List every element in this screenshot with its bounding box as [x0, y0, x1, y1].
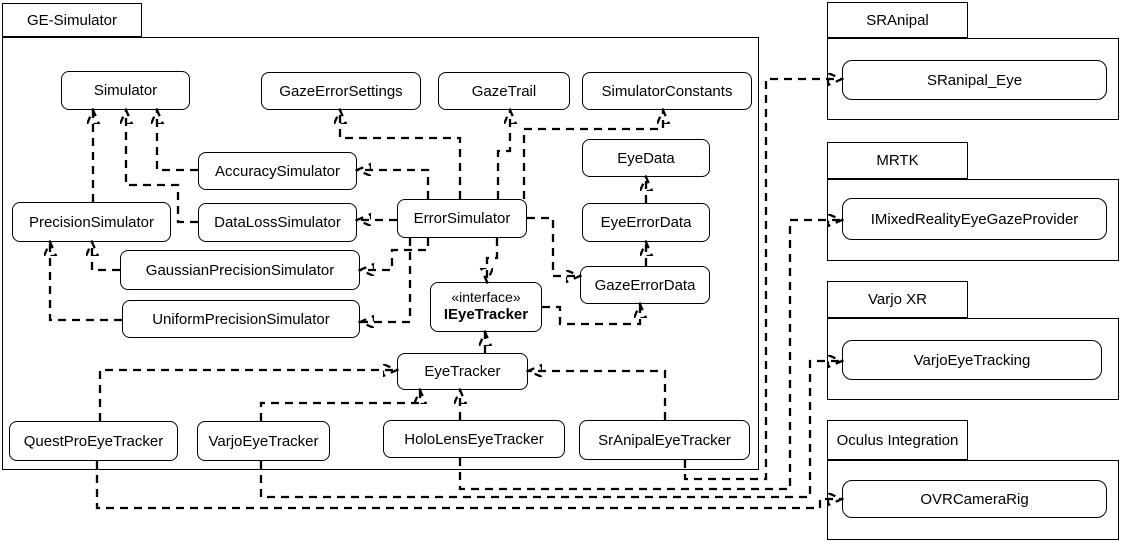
class-questproeyetracker: QuestProEyeTracker	[9, 421, 178, 461]
class-eyedata: EyeData	[582, 139, 710, 177]
class-label: UniformPrecisionSimulator	[152, 310, 330, 328]
class-label: GaussianPrecisionSimulator	[145, 261, 335, 279]
class-gaussianprecisionsimulator: GaussianPrecisionSimulator	[120, 250, 360, 290]
class-label: EyeData	[617, 149, 675, 167]
class-label: DataLossSimulator	[214, 214, 341, 231]
class-varjoeyetracking: VarjoEyeTracking	[842, 340, 1102, 380]
class-label: OVRCameraRig	[920, 490, 1029, 508]
class-label: SRanipal_Eye	[926, 71, 1023, 89]
class-varjoeyetracker: VarjoEyeTracker	[197, 421, 330, 461]
interface-label: IEyeTracker	[443, 306, 529, 324]
package-label: GE-Simulator	[26, 11, 118, 29]
package-tab-mrtk: MRTK	[827, 142, 968, 179]
package-tab-ge-simulator: GE-Simulator	[2, 3, 142, 37]
class-sranipaleyetracker: SrAnipalEyeTracker	[579, 420, 750, 460]
package-label: Oculus Integration	[836, 431, 959, 449]
package-label: SRAnipal	[866, 11, 929, 29]
class-datalosssimulator: DataLossSimulator	[198, 203, 357, 242]
class-label: HoloLensEyeTracker	[404, 430, 544, 448]
class-gazeerrordata: GazeErrorData	[580, 266, 710, 304]
class-label: GazeErrorSettings	[279, 82, 403, 100]
package-tab-sranipal: SRAnipal	[827, 2, 968, 38]
class-label: GazeErrorData	[594, 276, 696, 294]
class-gazeerrorsettings: GazeErrorSettings	[261, 72, 421, 110]
class-label: Simulator	[93, 82, 158, 99]
class-label: IMixedRealityEyeGazeProvider	[870, 210, 1079, 228]
class-label: EyeTracker	[424, 363, 501, 380]
class-label: EyeErrorData	[600, 214, 692, 231]
package-label: MRTK	[876, 152, 919, 169]
class-ovrcamerarig: OVRCameraRig	[842, 480, 1107, 518]
class-label: VarjoEyeTracking	[913, 351, 1031, 369]
class-errorsimulator: ErrorSimulator	[397, 199, 527, 238]
class-precisionsimulator: PrecisionSimulator	[12, 202, 171, 242]
class-label: ErrorSimulator	[413, 210, 511, 227]
class-sranipal-eye: SRanipal_Eye	[842, 60, 1107, 100]
class-label: GazeTrail	[471, 82, 537, 100]
class-label: AccuracySimulator	[214, 162, 341, 180]
class-eyetracker: EyeTracker	[397, 353, 528, 390]
class-gazetrail: GazeTrail	[438, 72, 570, 110]
package-label: Varjo XR	[868, 291, 927, 308]
class-label: SrAnipalEyeTracker	[598, 431, 731, 449]
class-label: VarjoEyeTracker	[208, 432, 319, 450]
class-label: SimulatorConstants	[601, 82, 733, 100]
class-simulatorconstants: SimulatorConstants	[582, 72, 752, 110]
class-hololenseyetracker: HoloLensEyeTracker	[383, 420, 565, 458]
class-uniformprecisionsimulator: UniformPrecisionSimulator	[122, 300, 360, 338]
package-tab-varjo-xr: Varjo XR	[827, 281, 968, 318]
class-eyeerrordata: EyeErrorData	[582, 203, 710, 242]
package-tab-oculus-integration: Oculus Integration	[827, 420, 968, 460]
class-label: QuestProEyeTracker	[23, 432, 164, 450]
class-label: PrecisionSimulator	[28, 213, 155, 231]
interface-stereotype: «interface»	[451, 288, 521, 305]
class-accuracysimulator: AccuracySimulator	[198, 152, 357, 190]
class-simulator: Simulator	[61, 71, 190, 110]
class-imixedrealityeyegazeprovider: IMixedRealityEyeGazeProvider	[842, 198, 1107, 240]
interface-ieyetracker: «interface» IEyeTracker	[430, 282, 542, 332]
